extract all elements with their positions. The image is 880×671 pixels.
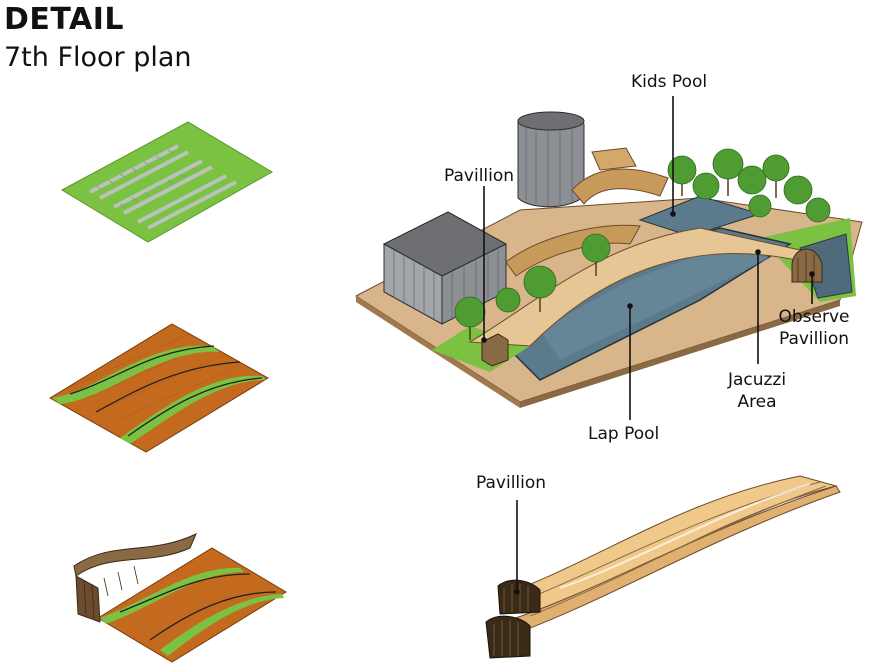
page-title: DETAIL bbox=[4, 2, 125, 37]
pavilion-detail-model bbox=[485, 475, 841, 659]
tree-group bbox=[454, 148, 831, 328]
jacuzzi-line-2: Area bbox=[737, 392, 777, 412]
main-isometric-model bbox=[355, 111, 863, 408]
leader-dots bbox=[481, 211, 815, 595]
page-subtitle: 7th Floor plan bbox=[4, 42, 192, 73]
observe-line-1: Observe bbox=[778, 307, 850, 327]
pavillion-top-label: Pavillion bbox=[444, 166, 515, 186]
leader-lines bbox=[483, 96, 813, 592]
observe-line-2: Pavillion bbox=[778, 329, 850, 349]
layer-pavilion-deck bbox=[73, 532, 287, 663]
kids-pool-label: Kids Pool bbox=[631, 72, 708, 92]
pavillion-bottom-label: Pavillion bbox=[476, 473, 547, 493]
observe-pavillion-label: Observe Pavillion bbox=[768, 306, 860, 350]
layer-timber-deck bbox=[49, 323, 269, 453]
observe-pavilion-shape bbox=[791, 248, 823, 283]
layer-green-grid bbox=[60, 121, 273, 243]
lap-pool-label: Lap Pool bbox=[588, 424, 660, 444]
jacuzzi-line-1: Jacuzzi bbox=[727, 370, 787, 390]
jacuzzi-area-label: Jacuzzi Area bbox=[712, 369, 802, 413]
